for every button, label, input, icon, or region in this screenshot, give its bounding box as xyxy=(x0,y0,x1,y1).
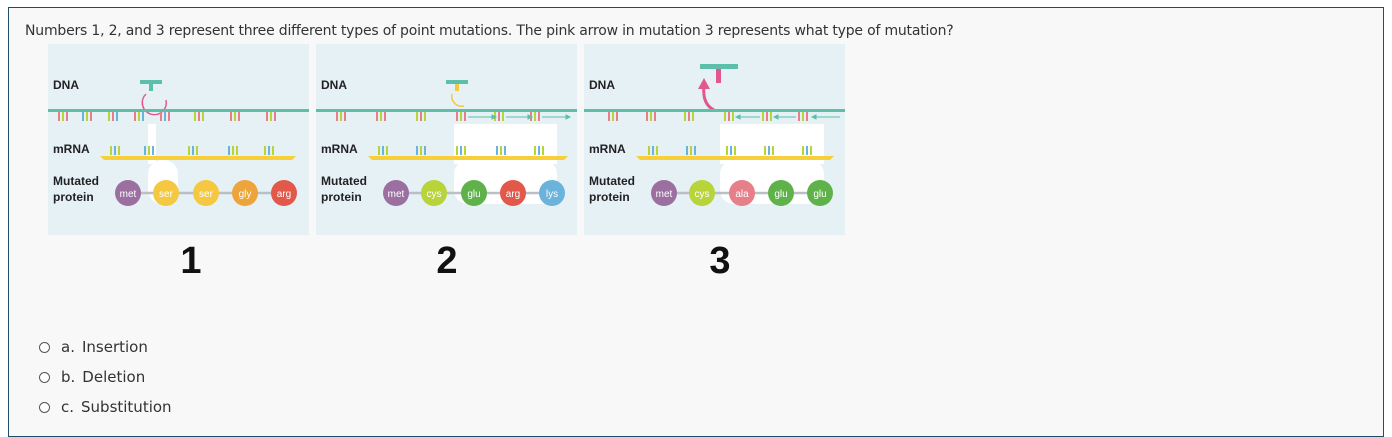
dna-strand xyxy=(48,109,309,112)
amino-acid-ser xyxy=(153,180,179,206)
protein-label-line1: Mutated xyxy=(53,174,99,188)
amino-acid-label: met xyxy=(120,189,137,200)
removed-nucleotide xyxy=(700,64,738,69)
protein-label-line2: protein xyxy=(589,190,630,204)
frameshift-arrows xyxy=(734,114,840,120)
mutation-panel-3: DNA mRNA xyxy=(584,44,845,235)
amino-acid-gly xyxy=(232,180,258,206)
amino-acid-glu xyxy=(807,180,833,206)
amino-acid-label: lys xyxy=(546,189,558,200)
amino-acid-label: gly xyxy=(239,189,252,200)
option-b[interactable]: b. Deletion xyxy=(39,362,172,392)
option-letter: c. xyxy=(61,398,75,416)
radio-button-a[interactable] xyxy=(39,341,50,353)
mrna-label: mRNA xyxy=(589,142,626,156)
deleted-nucleotide xyxy=(446,80,468,84)
option-text: Deletion xyxy=(82,368,146,386)
amino-acid-label: cys xyxy=(427,189,442,200)
dna-strand xyxy=(316,109,577,112)
radio-button-c[interactable] xyxy=(39,401,50,413)
amino-acid-glu xyxy=(768,180,794,206)
mrna-strand xyxy=(636,156,834,160)
pink-arrow-head xyxy=(698,78,710,89)
amino-acid-arg xyxy=(271,180,297,206)
amino-acid-chain: met cys ala glu glu xyxy=(651,180,833,206)
mutation-panel-2: DNA mRNA xyxy=(316,44,577,235)
amino-acid-cys xyxy=(421,180,447,206)
panel-number-2: 2 xyxy=(436,240,458,282)
amino-acid-ser xyxy=(193,180,219,206)
dna-label: DNA xyxy=(589,78,615,92)
mutation-1-diagram: DNA mRNA xyxy=(48,78,309,206)
amino-acid-lys xyxy=(539,180,565,206)
answer-options: a. Insertion b. Deletion c. Substitution xyxy=(39,332,172,422)
dna-bases xyxy=(608,112,808,121)
panel-number-3: 3 xyxy=(709,240,731,282)
dna-label: DNA xyxy=(321,78,347,92)
amino-acid-met xyxy=(115,180,141,206)
mrna-strand xyxy=(368,156,568,160)
mrna-bases xyxy=(378,146,544,155)
amino-acid-met xyxy=(651,180,677,206)
question-card: Numbers 1, 2, and 3 represent three diff… xyxy=(8,7,1384,437)
question-text: Numbers 1, 2, and 3 represent three diff… xyxy=(25,23,954,39)
amino-acid-ala xyxy=(729,180,755,206)
mrna-bases xyxy=(648,146,812,155)
amino-acid-chain: met cys glu arg lys xyxy=(383,180,565,206)
mrna-bases xyxy=(110,146,274,155)
protein-label-line2: protein xyxy=(53,190,94,204)
dna-bases xyxy=(58,112,276,121)
nucleotide-stem xyxy=(716,69,721,83)
amino-acid-chain: met ser ser gly arg xyxy=(115,180,297,206)
mutation-arrow xyxy=(450,93,465,108)
dna-strand xyxy=(584,109,845,112)
mutation-panel-1: DNA mRNA xyxy=(48,44,309,235)
nucleotide-stem xyxy=(455,84,459,91)
option-text: Insertion xyxy=(81,338,148,356)
mutation-arrow xyxy=(141,93,168,116)
option-letter: b. xyxy=(61,368,76,386)
amino-acid-label: ser xyxy=(199,189,214,200)
mutation-2-diagram: DNA mRNA xyxy=(316,78,577,206)
amino-acid-label: cys xyxy=(695,189,710,200)
option-c[interactable]: c. Substitution xyxy=(39,392,172,422)
frameshift-arrows xyxy=(468,114,572,120)
option-a[interactable]: a. Insertion xyxy=(39,332,172,362)
amino-acid-label: glu xyxy=(774,189,787,200)
protein-label-line2: protein xyxy=(321,190,362,204)
protein-label-line1: Mutated xyxy=(321,174,367,188)
amino-acid-cys xyxy=(689,180,715,206)
mrna-label: mRNA xyxy=(53,142,90,156)
radio-button-b[interactable] xyxy=(39,371,50,383)
amino-acid-label: met xyxy=(388,189,405,200)
mrna-strand xyxy=(100,156,296,160)
amino-acid-glu xyxy=(461,180,487,206)
amino-acid-met xyxy=(383,180,409,206)
dna-label: DNA xyxy=(53,78,79,92)
panel-number-1: 1 xyxy=(180,240,202,282)
amino-acid-label: arg xyxy=(506,189,520,200)
mutation-3-diagram: DNA mRNA xyxy=(584,64,845,206)
option-text: Substitution xyxy=(81,398,172,416)
amino-acid-label: arg xyxy=(277,189,291,200)
option-letter: a. xyxy=(61,338,75,356)
amino-acid-label: ala xyxy=(735,189,749,200)
amino-acid-label: ser xyxy=(159,189,174,200)
protein-label-line1: Mutated xyxy=(589,174,635,188)
inserted-nucleotide xyxy=(140,80,162,84)
mrna-label: mRNA xyxy=(321,142,358,156)
highlight-band xyxy=(148,124,156,164)
nucleotide-stem xyxy=(149,84,153,91)
amino-acid-arg xyxy=(500,180,526,206)
amino-acid-label: glu xyxy=(813,189,826,200)
amino-acid-label: met xyxy=(656,189,673,200)
amino-acid-label: glu xyxy=(467,189,480,200)
pink-mutation-arrow xyxy=(702,85,715,112)
